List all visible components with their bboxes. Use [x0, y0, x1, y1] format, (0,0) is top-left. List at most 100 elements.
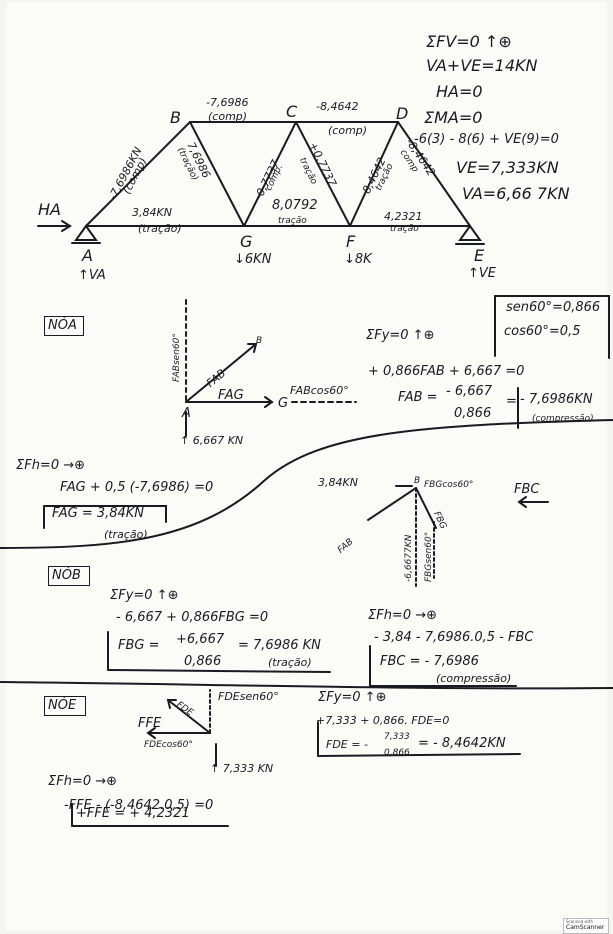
node-e-sum-fy: ΣFy=0 ↑⊕ [318, 690, 387, 705]
node-b-fab-value: 3,84KN [318, 476, 358, 489]
fbc-result: FBC = - 7,6986 [380, 654, 479, 669]
node-b-label: B [170, 108, 181, 127]
fab-den: 0,866 [454, 406, 492, 421]
node-g-label: G [240, 232, 253, 251]
ffe-result: +FFE = + 4,2321 [76, 806, 190, 821]
fag-arrowhead [264, 396, 274, 408]
trig-cos: cos60°=0,5 [504, 324, 581, 339]
fab-eq-sign: = [506, 394, 517, 409]
node-e-eq2: -FFE - (-8,4642.0,5) =0 [64, 798, 214, 813]
fab-sen-b-label: -6,6677KN [404, 534, 414, 582]
node-a-b-label: B [256, 336, 263, 346]
node-b-node: B [414, 476, 421, 486]
load-g: ↓6KN [234, 252, 272, 267]
fbg-cos-label: FBGcos60° [424, 480, 474, 490]
separator-curve-1 [0, 419, 613, 549]
node-d-label: D [396, 104, 409, 123]
fbg-sen-label: FBGsen60° [424, 531, 434, 582]
fag-result: FAG = 3,84KN [52, 506, 145, 521]
member-gc [243, 121, 297, 227]
load-f: ↓8K [344, 252, 372, 267]
fag-box [43, 505, 167, 523]
node-a-sum-fy: ΣFy=0 ↑⊕ [366, 328, 435, 343]
fbg-den: 0,866 [184, 654, 222, 669]
trig-box-outline [494, 295, 610, 359]
node-e-title: NÓE [48, 698, 77, 713]
member-bg [189, 121, 245, 227]
scanned-page [6, 2, 607, 930]
sum-fv-eq: ΣFV=0 ↑⊕ [426, 32, 512, 51]
fde-num: 7,333 [384, 732, 410, 742]
node-e-eq1: +7,333 + 0,866. FDE=0 [316, 714, 450, 727]
fbc-arrowhead [517, 496, 527, 508]
node-b-sum-fy: ΣFy=0 ↑⊕ [110, 588, 179, 603]
ve-label: ↑VE [468, 266, 496, 281]
reaction-e-label: ↑ 7,333 KN [210, 762, 274, 775]
fbc-label: FBC [514, 482, 540, 497]
separator-line-2 [0, 681, 613, 690]
node-a-g-label: G [278, 396, 289, 411]
ha-eq: HA=0 [436, 82, 483, 101]
ag-value: 3,84KN [132, 206, 172, 219]
fde-arrowhead [166, 699, 177, 709]
node-a-title-box [44, 316, 84, 336]
trig-sen: sen60°=0,866 [506, 300, 601, 315]
va-result: VA=6,66 7KN [462, 184, 570, 203]
fde-label-eq: FDE = - [326, 738, 368, 751]
node-e-label: E [474, 246, 485, 265]
fbg-b-vector [415, 487, 437, 529]
node-b-title-box [48, 566, 90, 586]
fde-underline [317, 753, 521, 757]
fag-result-state: (tração) [104, 528, 148, 541]
node-a-title: NÓA [48, 318, 77, 333]
fde-den: 0,866 [384, 748, 410, 758]
scanner-line1: Scanned with [566, 919, 594, 924]
fbg-num: +6,667 [176, 632, 225, 647]
bc-value: -7,6986 [206, 96, 249, 109]
scanner-line2: CamScanner [566, 924, 605, 931]
ha-label: HA [38, 200, 61, 219]
fde-vector [167, 699, 211, 734]
cd-state: (comp) [328, 124, 368, 137]
moment-eq: -6(3) - 8(6) + VE(9)=0 [414, 132, 559, 147]
member-de [397, 121, 471, 227]
node-a-eq2: FAG + 0,5 (-7,6986) =0 [60, 480, 214, 495]
fab-cos-label: FABcos60° [290, 384, 349, 397]
ve-result: VE=7,333KN [456, 158, 559, 177]
member-fd [349, 121, 399, 227]
fag-label: FAG [218, 388, 244, 403]
va-ve-eq: VA+VE=14KN [426, 56, 538, 75]
ffe-label: FFE [138, 716, 162, 731]
fab-arrowhead [247, 343, 258, 353]
pin-support-a [74, 224, 98, 241]
reaction-a-label: ↑ 6,667 KN [180, 434, 244, 447]
fab-num: - 6,667 [446, 384, 493, 399]
node-a-label: A [82, 246, 93, 265]
fde-cos-label: FDEcos60° [144, 740, 193, 750]
fbg-result: = 7,6986 KN [238, 638, 321, 653]
node-c-label: C [286, 102, 298, 121]
fbg-underline [107, 669, 331, 673]
node-f-label: F [346, 232, 356, 251]
fab-b-vector [367, 487, 417, 521]
fe-value: 4,2321 [384, 210, 423, 223]
gf-state: tração [278, 216, 307, 226]
node-b-eq1: - 6,667 + 0,866FBG =0 [116, 610, 269, 625]
fbc-result-state: (compressão) [436, 672, 512, 685]
fab-vector [185, 343, 257, 403]
fde-sen-label: FDEsen60° [218, 690, 279, 703]
fbg-result-state: (tração) [268, 656, 312, 669]
node-a-eq1: + 0,866FAB + 6,667 =0 [368, 364, 525, 379]
fab-result-state: (compressão) [532, 414, 594, 424]
fe-state: tração [390, 224, 419, 234]
node-a-sum-fh: ΣFh=0 →⊕ [16, 458, 86, 473]
roller-support-e [458, 224, 482, 241]
ag-state: (tração) [138, 222, 182, 235]
sum-ma-eq: ΣMA=0 [424, 108, 483, 127]
node-b-sum-fh: ΣFh=0 →⊕ [368, 608, 438, 623]
node-b-title: NÓB [52, 568, 81, 583]
fab-sen-label: FABsen60° [172, 333, 182, 382]
member-ab [85, 121, 191, 227]
va-label: ↑VA [78, 268, 106, 283]
